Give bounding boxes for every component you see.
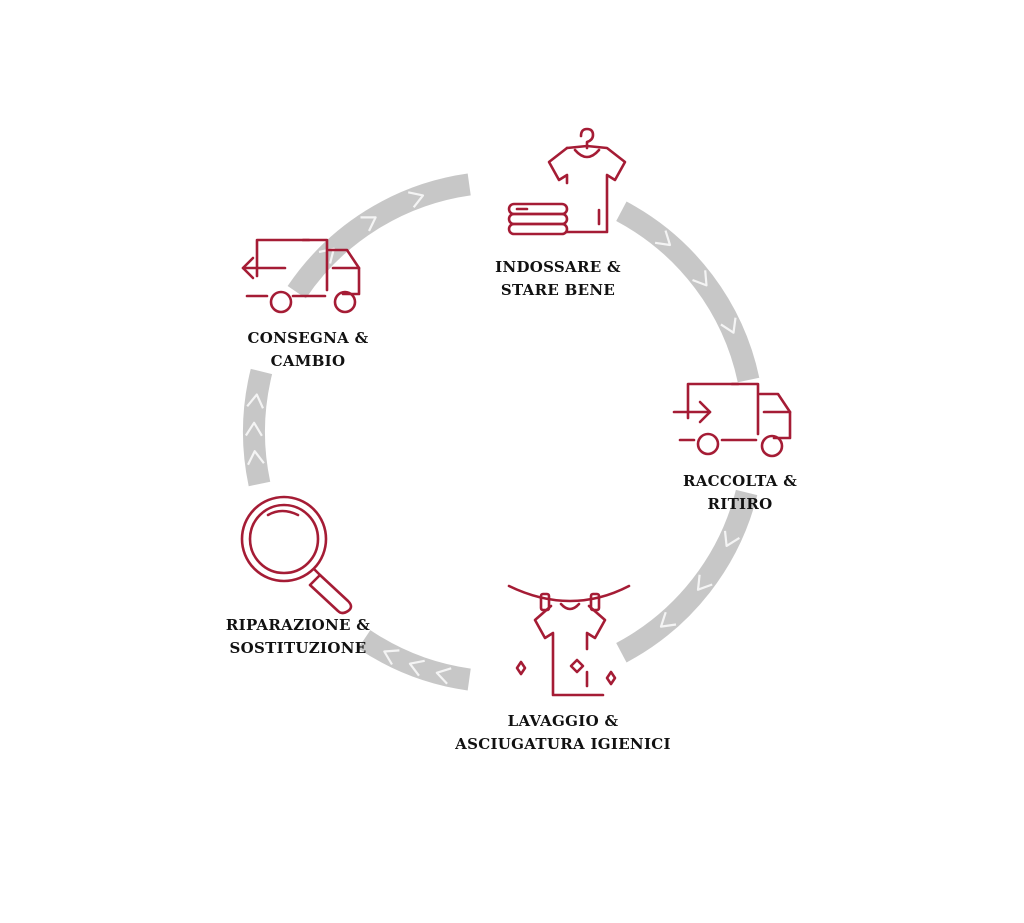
step-label-raccolta: RACCOLTA & RITIRO [660, 470, 820, 516]
cycle-arrow-bands [243, 173, 760, 691]
chevron-icon [692, 270, 708, 287]
chevron-icon [654, 230, 672, 247]
shirt-drying-icon [507, 584, 631, 697]
step-label-line1: LAVAGGIO & [507, 712, 619, 730]
shirt-folded-clothes-icon [507, 127, 627, 236]
step-label-riparazione: RIPARAZIONE & SOSTITUZIONE [208, 614, 388, 660]
chevron-icon [383, 649, 400, 666]
step-label-line2: ASCIUGATURA IGIENICI [455, 735, 671, 753]
chevron-icon [244, 421, 263, 437]
step-label-indossare: INDOSSARE & STARE BENE [478, 256, 638, 302]
step-label-line1: RIPARAZIONE & [225, 616, 371, 634]
chevron-icon [723, 530, 740, 548]
chevron-icon [408, 659, 425, 677]
step-label-line2: SOSTITUZIONE [229, 639, 367, 657]
step-label-lavaggio: LAVAGGIO & ASCIUGATURA IGIENICI [448, 710, 678, 756]
step-label-line2: STARE BENE [500, 281, 616, 299]
chevron-icon [247, 450, 265, 466]
chevron-icon [407, 191, 425, 208]
step-label-consegna: CONSEGNA & CAMBIO [218, 327, 398, 373]
arrow-band [358, 630, 471, 691]
chevron-icon [696, 574, 713, 591]
chevron-icon [246, 393, 265, 409]
chevron-icon [435, 667, 452, 685]
step-label-line1: CONSEGNA & [247, 329, 369, 347]
truck-incoming-icon [672, 382, 792, 458]
step-label-line2: CAMBIO [270, 352, 346, 370]
truck-outgoing-icon [241, 238, 361, 314]
chevron-icon [720, 317, 737, 334]
chevron-icon [659, 611, 677, 628]
step-label-line1: RACCOLTA & [682, 472, 798, 490]
step-label-line1: INDOSSARE & [495, 258, 621, 276]
step-label-line2: RITIRO [707, 495, 773, 513]
arrow-band [243, 368, 273, 487]
arrow-band [287, 173, 471, 299]
arrow-band [616, 201, 760, 383]
magnifier-icon [240, 495, 353, 615]
chevron-icon [360, 216, 377, 232]
arrow-band [616, 489, 758, 663]
